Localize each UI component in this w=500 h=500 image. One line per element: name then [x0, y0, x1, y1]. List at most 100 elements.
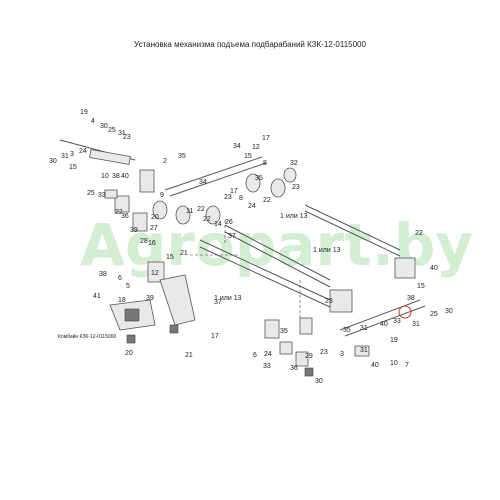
- callout-25: 25: [87, 190, 95, 197]
- callout-15: 15: [417, 283, 425, 290]
- bracket-32: [147, 261, 165, 283]
- callout-41: 41: [93, 293, 101, 300]
- callout-35: 35: [178, 153, 186, 160]
- shaft-lower-right-2: [344, 305, 426, 337]
- label-1-or-13-a: 1 или 13: [280, 213, 308, 220]
- callout-24: 24: [79, 148, 87, 155]
- cylinder-body: [124, 308, 140, 322]
- callout-34: 34: [199, 179, 207, 186]
- callout-19: 19: [390, 337, 398, 344]
- cam-c: [205, 205, 221, 225]
- shaft-middle-d: [224, 231, 331, 288]
- parts-group: [89, 149, 416, 377]
- callout-22: 22: [203, 216, 211, 223]
- callout-24: 24: [264, 351, 272, 358]
- label-1-or-13-c: 1 или 13: [214, 295, 242, 302]
- callout-20: 20: [151, 214, 159, 221]
- callout-15: 15: [166, 254, 174, 261]
- callout-37: 37: [228, 233, 236, 240]
- callout-21: 21: [180, 250, 188, 257]
- callout-28: 28: [140, 238, 148, 245]
- callout-8: 8: [239, 195, 243, 202]
- callout-17: 17: [262, 135, 270, 142]
- callout-7: 7: [405, 362, 409, 369]
- callout-11: 11: [186, 208, 193, 215]
- callout-17: 17: [211, 333, 219, 340]
- callout-14: 14: [214, 221, 222, 228]
- callout-15: 15: [69, 164, 77, 171]
- callout-36: 36: [121, 213, 129, 220]
- callout-38: 38: [407, 295, 415, 302]
- shaft-right-2: [304, 210, 401, 257]
- callout-23: 23: [325, 298, 333, 305]
- bracket-9: [329, 289, 353, 313]
- callout-24: 24: [248, 203, 256, 210]
- bracket-33: [295, 351, 309, 367]
- nut-29: [304, 367, 314, 377]
- callout-10: 10: [101, 173, 109, 180]
- shaft-middle-b: [199, 246, 331, 308]
- callout-25: 25: [430, 311, 438, 318]
- callout-17: 17: [230, 188, 238, 195]
- callout-3: 3: [340, 351, 344, 358]
- cam-d: [245, 173, 261, 193]
- callout-18: 18: [118, 297, 126, 304]
- callout-35: 35: [343, 327, 351, 334]
- callout-6: 6: [118, 275, 122, 282]
- callout-10: 10: [390, 360, 398, 367]
- callout-23: 23: [320, 349, 328, 356]
- bracket-21: [299, 317, 313, 335]
- callout-37: 37: [214, 299, 222, 306]
- label-1-or-13-b: 1 или 13: [313, 247, 341, 254]
- nut-37: [126, 334, 136, 344]
- callout-33: 33: [98, 192, 106, 199]
- callout-16: 16: [148, 240, 156, 247]
- callout-33: 33: [393, 318, 401, 325]
- callout-22: 22: [115, 209, 123, 216]
- callout-6: 6: [253, 352, 257, 359]
- bracket-35: [104, 189, 118, 199]
- callout-23: 23: [292, 184, 300, 191]
- callout-22: 22: [415, 230, 423, 237]
- shaft-middle-a: [199, 239, 331, 301]
- callout-12: 12: [151, 270, 159, 277]
- shaft-upper: [164, 156, 263, 191]
- callout-12: 12: [252, 144, 260, 151]
- callout-23: 23: [224, 194, 232, 201]
- callout-36: 36: [290, 365, 298, 372]
- shaft-group: [59, 139, 426, 337]
- cam-a: [152, 200, 168, 220]
- callout-30: 30: [49, 158, 57, 165]
- callout-22: 22: [197, 206, 205, 213]
- callout-4: 4: [91, 118, 95, 125]
- callout-30: 30: [100, 123, 108, 130]
- lever-14: [159, 274, 196, 326]
- callout-31: 31: [61, 153, 69, 160]
- callout-19: 19: [80, 109, 88, 116]
- bar-left: [89, 149, 131, 165]
- callout-25: 25: [108, 127, 116, 134]
- callout-27: 27: [150, 225, 158, 232]
- callout-40: 40: [371, 362, 379, 369]
- cam-f: [283, 167, 297, 183]
- callout-20: 20: [125, 350, 133, 357]
- bracket-15: [139, 169, 155, 193]
- callout-39: 39: [146, 295, 154, 302]
- nut-37b: [169, 324, 179, 334]
- callout-15: 15: [244, 153, 252, 160]
- callout-34: 34: [233, 143, 241, 150]
- bracket-40: [394, 257, 416, 279]
- diagram-title: Установка механизма подъема подбарабаний…: [134, 40, 366, 49]
- callout-23: 23: [123, 134, 131, 141]
- callout-2: 2: [163, 158, 167, 165]
- callout-8: 8: [263, 160, 267, 167]
- callout-33: 33: [263, 363, 271, 370]
- callout-38: 38: [99, 271, 107, 278]
- bracket-34: [132, 212, 148, 232]
- cam-e: [270, 178, 286, 198]
- callout-29: 29: [305, 353, 313, 360]
- callout-35: 35: [280, 328, 288, 335]
- callout-31: 31: [360, 347, 368, 354]
